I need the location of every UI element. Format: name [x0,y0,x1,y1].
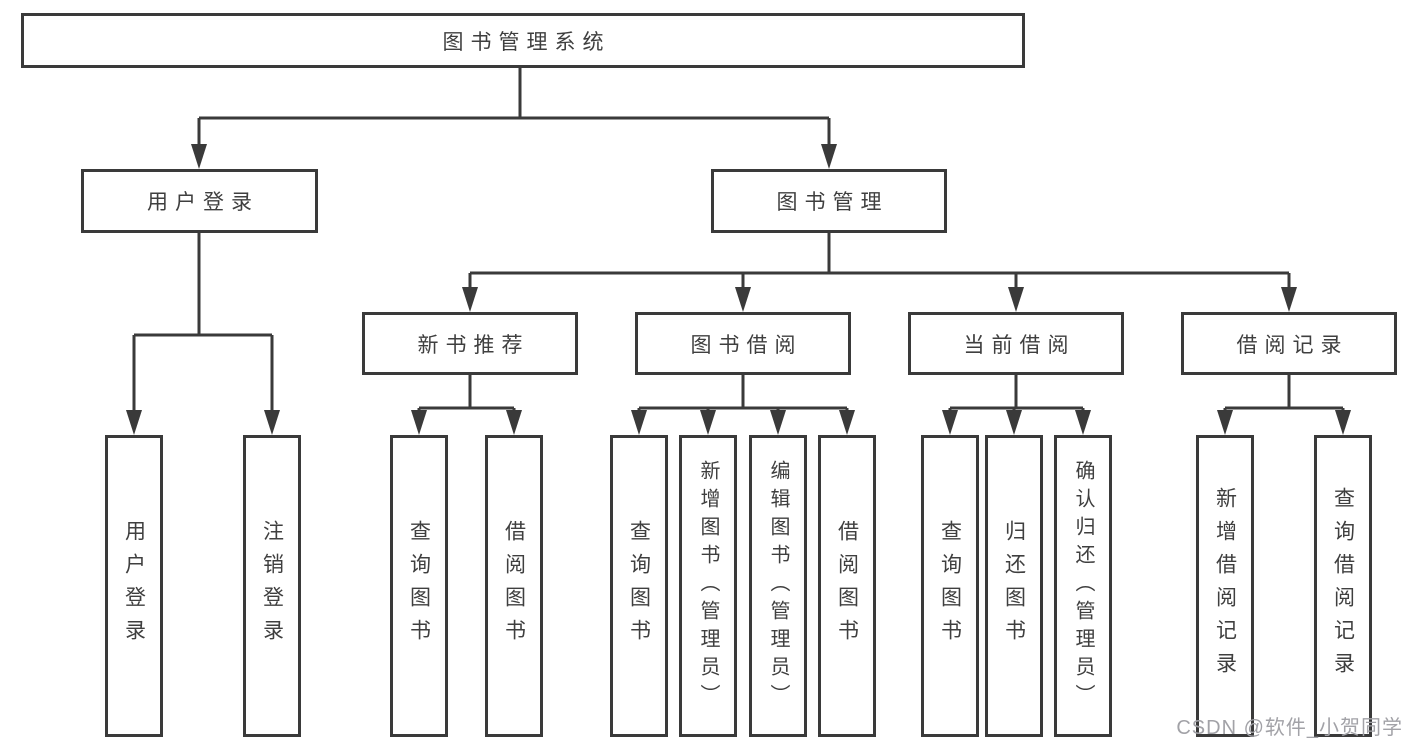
node-current-borrow: 当前借阅 [908,312,1124,375]
leaf-query-books-recommend: 查询图书 [390,435,448,737]
leaf-label: 查询借阅记录 [1331,487,1355,685]
leaf-return-books: 归还图书 [985,435,1043,737]
node-borrow-records: 借阅记录 [1181,312,1397,375]
node-user-login: 用户登录 [81,169,318,233]
node-library-management-system: 图书管理系统 [21,13,1025,68]
leaf-label: 编辑图书（管理员） [767,460,789,712]
leaf-borrow-books-recommend: 借阅图书 [485,435,543,737]
leaf-add-books-admin: 新增图书（管理员） [679,435,737,737]
node-label: 图书借阅 [690,333,803,357]
leaf-label: 借阅图书 [835,520,859,652]
leaf-edit-books-admin: 编辑图书（管理员） [749,435,807,737]
leaf-borrow-books: 借阅图书 [818,435,876,737]
leaf-query-books-current: 查询图书 [921,435,979,737]
leaf-label: 确认归还（管理员） [1072,460,1094,712]
leaf-label: 查询图书 [627,520,651,652]
node-label: 图书管理系统 [442,30,611,54]
node-label: 用户登录 [147,191,259,214]
node-book-borrow: 图书借阅 [635,312,851,375]
connector-paths [132,68,1345,414]
leaf-query-borrow-record: 查询借阅记录 [1314,435,1372,737]
node-label: 新书推荐 [417,333,530,357]
leaf-label: 用户登录 [122,520,146,652]
leaf-logout: 注销登录 [243,435,301,737]
leaf-confirm-return-admin: 确认归还（管理员） [1054,435,1112,737]
node-label: 借阅记录 [1236,333,1349,357]
leaf-label: 注销登录 [260,520,284,652]
leaf-add-borrow-record: 新增借阅记录 [1196,435,1254,737]
node-label: 图书管理 [776,191,889,214]
leaf-label: 归还图书 [1002,520,1026,652]
leaf-query-books-borrow: 查询图书 [610,435,668,737]
node-book-management: 图书管理 [711,169,947,233]
leaf-label: 查询图书 [407,520,431,652]
arrowheads [126,144,1351,435]
leaf-label: 借阅图书 [502,520,526,652]
leaf-user-login: 用户登录 [105,435,163,737]
node-label: 当前借阅 [963,333,1076,357]
leaf-label: 新增借阅记录 [1213,487,1237,685]
csdn-watermark: CSDN @软件_小贺同学 [1176,717,1403,739]
leaf-label: 查询图书 [938,520,962,652]
node-new-book-recommend: 新书推荐 [362,312,578,375]
leaf-label: 新增图书（管理员） [697,460,719,712]
